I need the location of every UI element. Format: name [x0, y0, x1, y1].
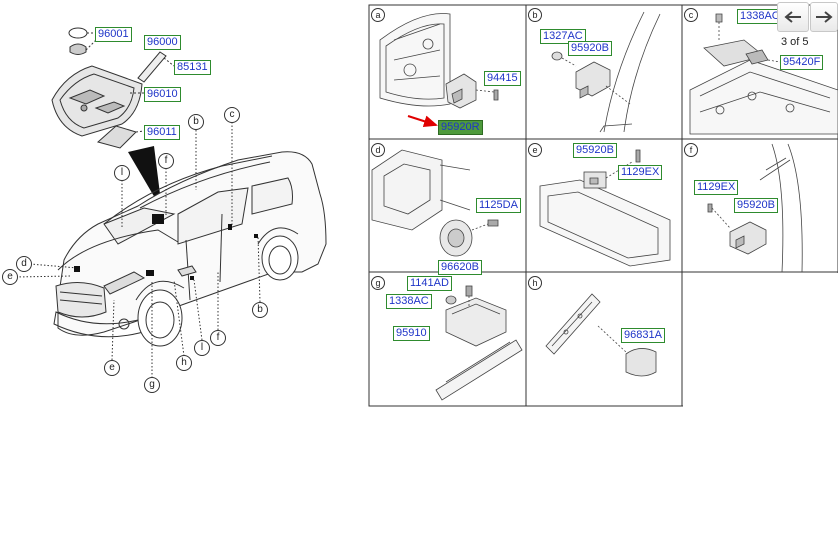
part-label-1125da[interactable]: 1125DA: [476, 198, 521, 213]
cell-d-drawing: [371, 149, 499, 257]
callout-l-lower[interactable]: l: [194, 340, 210, 356]
cell-letter-a: a: [371, 8, 385, 22]
callout-b[interactable]: b: [188, 114, 204, 130]
cell-h-drawing: [545, 293, 657, 377]
callout-e[interactable]: e: [2, 269, 18, 285]
cell-f-drawing: [707, 143, 803, 273]
page-indicator: 3 of 5: [781, 36, 809, 48]
cell-letter-d: d: [371, 143, 385, 157]
cell-c-drawing: [689, 13, 838, 135]
callout-l[interactable]: l: [114, 165, 130, 181]
part-label-96010[interactable]: 96010: [144, 87, 181, 102]
callout-c[interactable]: c: [224, 107, 240, 123]
part-label-95910[interactable]: 95910: [393, 326, 430, 341]
callout-d[interactable]: d: [16, 256, 32, 272]
part-label-95420f[interactable]: 95420F: [780, 55, 824, 70]
part-label-96831a[interactable]: 96831A: [621, 328, 665, 343]
part-label-1327ac[interactable]: 1327AC: [540, 29, 586, 44]
part-label-95920r-selected[interactable]: 95920R: [438, 120, 483, 135]
arrow-right-icon: [816, 11, 833, 23]
callout-f[interactable]: f: [158, 153, 174, 169]
callout-h[interactable]: h: [176, 355, 192, 371]
cell-g-drawing: [435, 285, 523, 401]
part-label-1129ex-e[interactable]: 1129EX: [618, 165, 663, 180]
part-label-96000[interactable]: 96000: [144, 35, 181, 50]
part-label-1338ac-g[interactable]: 1338AC: [386, 294, 432, 309]
cell-letter-g: g: [371, 276, 385, 290]
arrow-left-icon: [784, 11, 801, 23]
part-label-96011[interactable]: 96011: [144, 125, 180, 140]
part-label-85131[interactable]: 85131: [174, 60, 211, 75]
part-label-96001[interactable]: 96001: [95, 27, 132, 42]
callout-g[interactable]: g: [144, 377, 160, 393]
prev-page-button[interactable]: [777, 2, 809, 32]
pointer-arrow: [407, 115, 438, 128]
part-label-1338ac[interactable]: 1338AC: [737, 9, 783, 24]
cell-letter-e: e: [528, 143, 542, 157]
cell-letter-b: b: [528, 8, 542, 22]
callout-b-lower[interactable]: b: [252, 302, 268, 318]
part-label-95920b[interactable]: 95920B: [568, 41, 612, 56]
cell-letter-f: f: [684, 143, 698, 157]
cell-e-drawing: [539, 149, 671, 267]
overview-drawing: [51, 27, 327, 347]
cell-a-drawing: [379, 13, 499, 109]
part-label-95920b-f[interactable]: 95920B: [734, 198, 778, 213]
cell-letter-c: c: [684, 8, 698, 22]
part-label-96620b[interactable]: 96620B: [438, 260, 482, 275]
part-label-1141ad[interactable]: 1141AD: [407, 276, 452, 291]
overview-sensor-marks: [74, 214, 258, 280]
part-label-95920b-e[interactable]: 95920B: [573, 143, 617, 158]
part-label-94415[interactable]: 94415: [484, 71, 521, 86]
overview-leaders: [15, 122, 261, 378]
next-page-button[interactable]: [810, 2, 838, 32]
part-label-1129ex-f[interactable]: 1129EX: [694, 180, 739, 195]
callout-e-lower[interactable]: e: [104, 360, 120, 376]
cell-b-drawing: [551, 11, 661, 133]
cell-letter-h: h: [528, 276, 542, 290]
callout-f-lower[interactable]: f: [210, 330, 226, 346]
